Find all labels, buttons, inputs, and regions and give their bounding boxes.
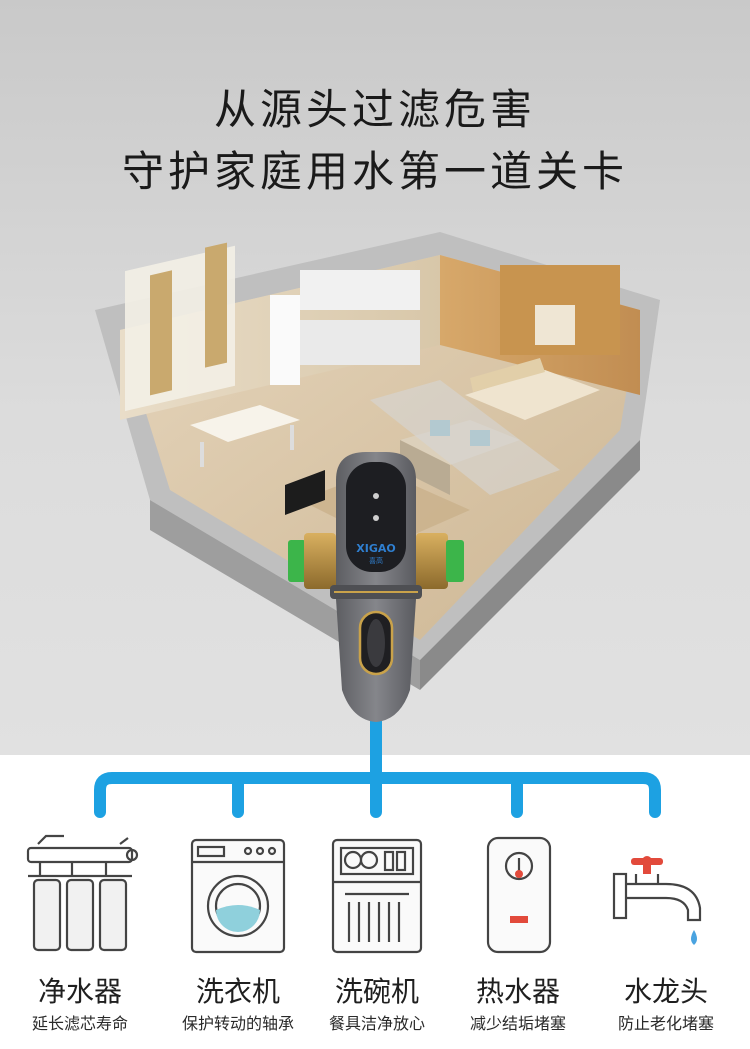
appliance-name: 水龙头 bbox=[623, 975, 708, 1008]
appliance-name: 热水器 bbox=[475, 975, 560, 1008]
headline-line-1: 从源头过滤危害 bbox=[213, 85, 536, 134]
headline-line-2: 守护家庭用水第一道关卡 bbox=[121, 147, 628, 196]
dishwasher-icon bbox=[331, 838, 423, 954]
appliance-name: 洗衣机 bbox=[195, 975, 280, 1008]
water-purifier-icon bbox=[26, 834, 139, 952]
water-heater-icon bbox=[486, 836, 552, 954]
appliance-desc: 防止老化堵塞 bbox=[617, 1014, 714, 1033]
brand-logo-cn: 喜高 bbox=[369, 556, 383, 565]
house-cutaway bbox=[95, 232, 660, 690]
hero-illustration: XIGAO 喜高 bbox=[94, 232, 661, 818]
brand-logo: XIGAO bbox=[356, 542, 395, 555]
appliance-desc: 保护转动的轴承 bbox=[181, 1014, 294, 1033]
appliance-desc: 餐具洁净放心 bbox=[328, 1014, 425, 1033]
appliance-desc: 减少结垢堵塞 bbox=[469, 1014, 566, 1033]
fitting-left-green bbox=[288, 540, 306, 582]
fitting-right-brass bbox=[416, 533, 448, 589]
pipe-network bbox=[94, 714, 661, 818]
prefilter-device: XIGAO 喜高 bbox=[288, 452, 464, 722]
washing-machine-icon bbox=[190, 838, 286, 954]
faucet-icon bbox=[612, 856, 702, 945]
appliance-desc: 延长滤芯寿命 bbox=[31, 1014, 128, 1033]
fitting-left-brass bbox=[304, 533, 336, 589]
appliance-name: 洗碗机 bbox=[334, 975, 419, 1008]
appliance-name: 净水器 bbox=[37, 975, 122, 1008]
fitting-right-green bbox=[446, 540, 464, 582]
